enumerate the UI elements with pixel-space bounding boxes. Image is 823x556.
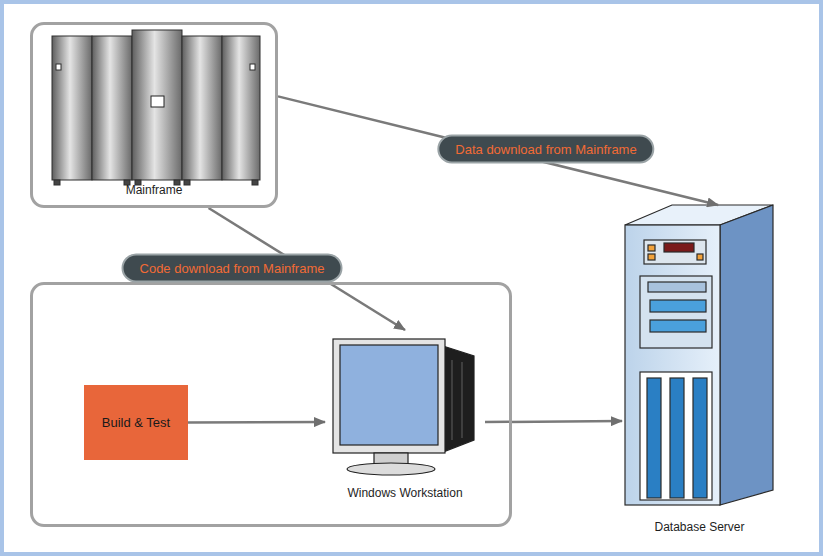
connector-arrow — [485, 420, 622, 423]
monitor-icon — [333, 339, 474, 475]
process-box: Build & Test — [84, 385, 188, 460]
mainframe-group: Mainframe — [30, 22, 278, 208]
edge-label: Data download from Mainframe — [437, 135, 654, 164]
node-label: Windows Workstation — [347, 486, 462, 500]
connector-arrow — [278, 96, 718, 205]
workstation-node: Windows Workstation — [325, 330, 485, 505]
server-icon — [625, 205, 773, 505]
workstation-group: Build & TestWindows Workstation — [30, 282, 512, 527]
connector-arrow — [188, 421, 325, 424]
edge-label: Code download from Mainframe — [122, 254, 343, 283]
database-server-node: Database Server — [622, 205, 777, 540]
mainframe-icon — [52, 30, 260, 185]
node-label: Build & Test — [102, 415, 170, 430]
node-label: Database Server — [654, 520, 744, 534]
node-label: Mainframe — [126, 183, 183, 197]
